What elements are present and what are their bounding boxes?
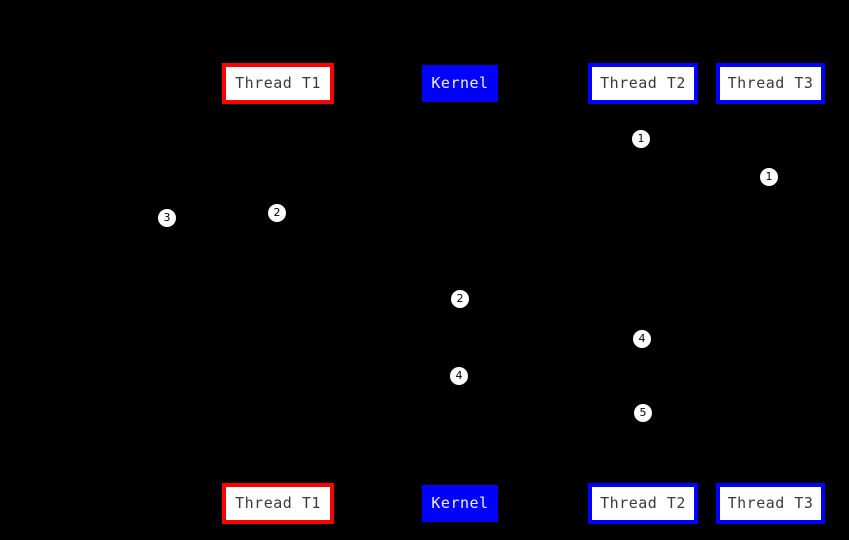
message-line-1	[460, 145, 643, 146]
activation-bar-t3	[765, 160, 775, 390]
lifeline-footer-thread-t3-label: Thread T3	[727, 494, 814, 512]
message-line-3	[278, 219, 460, 220]
message-line-4	[278, 305, 460, 306]
lifeline-footer-thread-t2-label: Thread T2	[600, 494, 686, 512]
activation-bar-t2	[638, 120, 648, 430]
step-badge: 1	[760, 168, 778, 186]
lifeline-footer-kernel-label: Kernel	[431, 494, 489, 512]
message-line-7	[460, 419, 643, 420]
message-arrowhead-2	[460, 178, 469, 188]
lifeline-header-thread-t1-label: Thread T1	[235, 74, 321, 92]
lifeline-footer-thread-t3[interactable]: Thread T3	[716, 483, 825, 524]
lifeline-header-thread-t3-label: Thread T3	[727, 74, 814, 92]
step-badge: 4	[633, 330, 651, 348]
lifeline-footer-thread-t1-label: Thread T1	[235, 494, 321, 512]
lifeline-header-kernel[interactable]: Kernel	[422, 65, 498, 102]
activation-bar-t1	[273, 150, 283, 340]
step-badge: 5	[634, 404, 652, 422]
message-line-2	[460, 183, 770, 184]
lifeline-footer-kernel[interactable]: Kernel	[422, 485, 498, 522]
step-badge: 1	[632, 130, 650, 148]
lifeline-header-thread-t3[interactable]: Thread T3	[716, 63, 825, 104]
step-badge: 2	[268, 204, 286, 222]
message-arrowhead-7	[460, 414, 469, 424]
lifeline-footer-thread-t2[interactable]: Thread T2	[588, 483, 698, 524]
step-badge: 3	[158, 209, 176, 227]
message-line-5	[460, 345, 643, 346]
lifeline-header-thread-t1[interactable]: Thread T1	[222, 63, 334, 104]
lifeline-header-thread-t2[interactable]: Thread T2	[588, 63, 698, 104]
lifeline-header-kernel-label: Kernel	[431, 74, 489, 92]
message-arrowhead-6	[761, 377, 770, 387]
lifeline-header-thread-t2-label: Thread T2	[600, 74, 686, 92]
message-arrowhead-1	[460, 140, 469, 150]
step-badge: 4	[450, 367, 468, 385]
message-line-6	[460, 382, 770, 383]
step-badge: 2	[451, 290, 469, 308]
lifeline-footer-thread-t1[interactable]: Thread T1	[222, 483, 334, 524]
